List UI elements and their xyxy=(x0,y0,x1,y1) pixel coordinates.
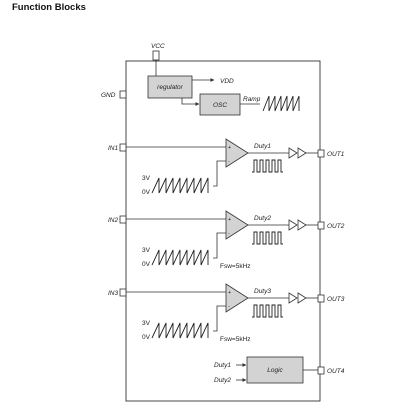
in2-label: IN2 xyxy=(108,217,119,224)
regulator-block xyxy=(147,75,193,99)
reg-to-osc-wire xyxy=(181,98,200,106)
buffer-2b xyxy=(297,219,307,231)
comparator-1-plus: + xyxy=(228,145,231,151)
gnd-label: GND xyxy=(101,92,116,99)
out3-label: OUT3 xyxy=(327,296,345,303)
out4-pin xyxy=(317,366,325,375)
gnd-pin xyxy=(119,90,127,99)
vcc-label: VCC xyxy=(151,43,165,50)
vdd-label: VDD xyxy=(220,78,234,85)
ramp1-wire xyxy=(213,160,226,187)
duty1-pwm-waveform xyxy=(252,159,283,173)
buffer-2a xyxy=(288,219,298,231)
comparator-3 xyxy=(225,283,249,313)
comparator-2-minus: - xyxy=(228,231,230,237)
osc-ramp-waveform xyxy=(262,95,300,112)
ramp1-high-label: 3V xyxy=(142,175,151,182)
logic-input-duty2-label: Duty2 xyxy=(214,377,231,384)
duty1-label: Duty1 xyxy=(254,143,271,150)
in3-pin xyxy=(119,288,127,297)
comparator-2 xyxy=(225,210,249,240)
out3-pin xyxy=(317,294,325,303)
duty3-pwm-waveform xyxy=(252,304,283,318)
comparator-3-plus: + xyxy=(228,290,231,296)
buffer-3b xyxy=(297,292,307,304)
out2-pin xyxy=(317,221,325,230)
logic-input-duty1-label: Duty1 xyxy=(214,362,231,369)
regulator-label: regulator xyxy=(157,84,183,91)
in3-label: IN3 xyxy=(108,290,119,297)
ramp2-freq-label: Fsw=5kHz xyxy=(220,263,251,270)
ramp3-wire xyxy=(213,305,226,332)
comparator-3-minus: - xyxy=(228,304,230,310)
out1-pin xyxy=(317,149,325,158)
ramp3-high-label: 3V xyxy=(142,320,151,327)
osc-label: OSC xyxy=(213,102,227,109)
duty2-label: Duty2 xyxy=(254,215,271,222)
ramp2-low-label: 0V xyxy=(142,261,151,268)
duty3-label: Duty3 xyxy=(254,288,271,295)
comparator-1-minus: - xyxy=(228,159,230,165)
ramp2-wire xyxy=(213,232,226,259)
ramp2-high-label: 3V xyxy=(142,247,151,254)
buffer-3a xyxy=(288,292,298,304)
ramp3-freq-label: Fsw=5kHz xyxy=(220,336,251,343)
logic-label: Logic xyxy=(267,367,283,374)
diagram-title: Function Blocks xyxy=(12,2,86,13)
comparator-2-plus: + xyxy=(228,217,231,223)
ramp3-waveform xyxy=(151,322,209,339)
ramp-label: Ramp xyxy=(243,96,261,103)
in1-label: IN1 xyxy=(108,145,119,152)
ramp1-waveform xyxy=(151,177,209,194)
vcc-pin xyxy=(152,50,160,61)
ic-frame xyxy=(125,60,321,402)
out2-label: OUT2 xyxy=(327,223,345,230)
ramp2-waveform xyxy=(151,249,209,266)
ramp3-low-label: 0V xyxy=(142,334,151,341)
ramp1-low-label: 0V xyxy=(142,189,151,196)
buffer-1a xyxy=(288,147,298,159)
out1-label: OUT1 xyxy=(327,151,345,158)
in2-pin xyxy=(119,215,127,224)
out4-label: OUT4 xyxy=(327,368,345,375)
duty2-pwm-waveform xyxy=(252,231,283,245)
osc-block xyxy=(199,93,241,116)
in1-pin xyxy=(119,143,127,152)
comparator-1 xyxy=(225,138,249,168)
buffer-1b xyxy=(297,147,307,159)
logic-block xyxy=(246,356,304,384)
